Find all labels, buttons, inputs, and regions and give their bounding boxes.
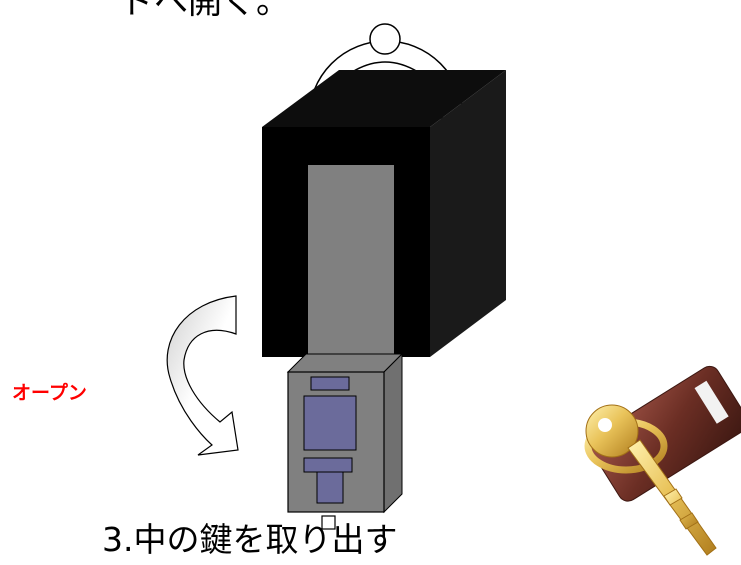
top-caption: ドへ開く。 (120, 0, 290, 22)
latch-band (303, 457, 353, 473)
lock-box (262, 70, 506, 357)
key-head (585, 404, 639, 458)
lock-mechanism (286, 352, 404, 530)
open-label: オープン (12, 382, 87, 404)
key-hole (598, 418, 612, 432)
box-top (262, 70, 506, 127)
step-caption: 3.中の鍵を取り出す (102, 520, 398, 559)
latch-top (310, 376, 350, 391)
box-slot (308, 165, 394, 357)
box-side (430, 70, 506, 357)
key-icon (584, 365, 741, 556)
person-icon (351, 23, 419, 73)
mechanism-side (383, 352, 403, 514)
key-tag-label (694, 380, 729, 424)
mechanism-top (286, 353, 404, 373)
latch-body (303, 395, 357, 451)
latch-pin (321, 515, 336, 530)
key-teeth (663, 488, 699, 530)
curved-arrow-icon (166, 295, 239, 456)
latch-stem (316, 471, 344, 504)
